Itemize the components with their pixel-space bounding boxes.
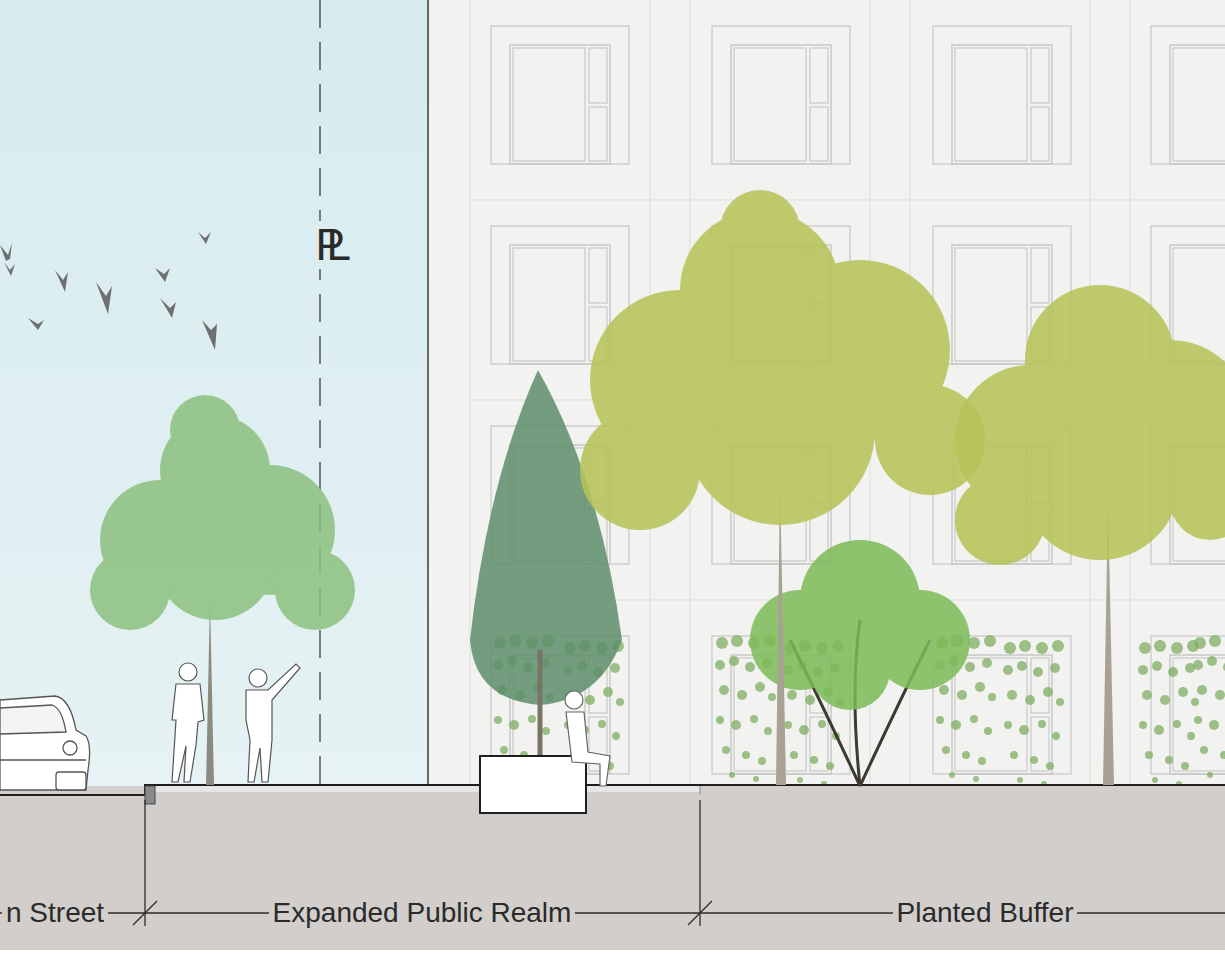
property-line-symbol: PL xyxy=(312,221,337,269)
planter-bench xyxy=(480,691,610,813)
street-tree xyxy=(90,395,355,785)
zone-label: n Street xyxy=(2,898,108,929)
birds xyxy=(0,232,217,350)
zone-label: Expanded Public Realm xyxy=(269,898,576,929)
property-line xyxy=(319,0,320,786)
zone-label: Planted Buffer xyxy=(893,898,1078,929)
building-facade xyxy=(428,0,1225,786)
car xyxy=(0,696,90,790)
canopy-tree xyxy=(955,285,1225,785)
sky xyxy=(0,0,428,792)
pedestrians xyxy=(172,663,300,782)
canopy-tree xyxy=(580,190,985,785)
ground xyxy=(0,784,1225,957)
